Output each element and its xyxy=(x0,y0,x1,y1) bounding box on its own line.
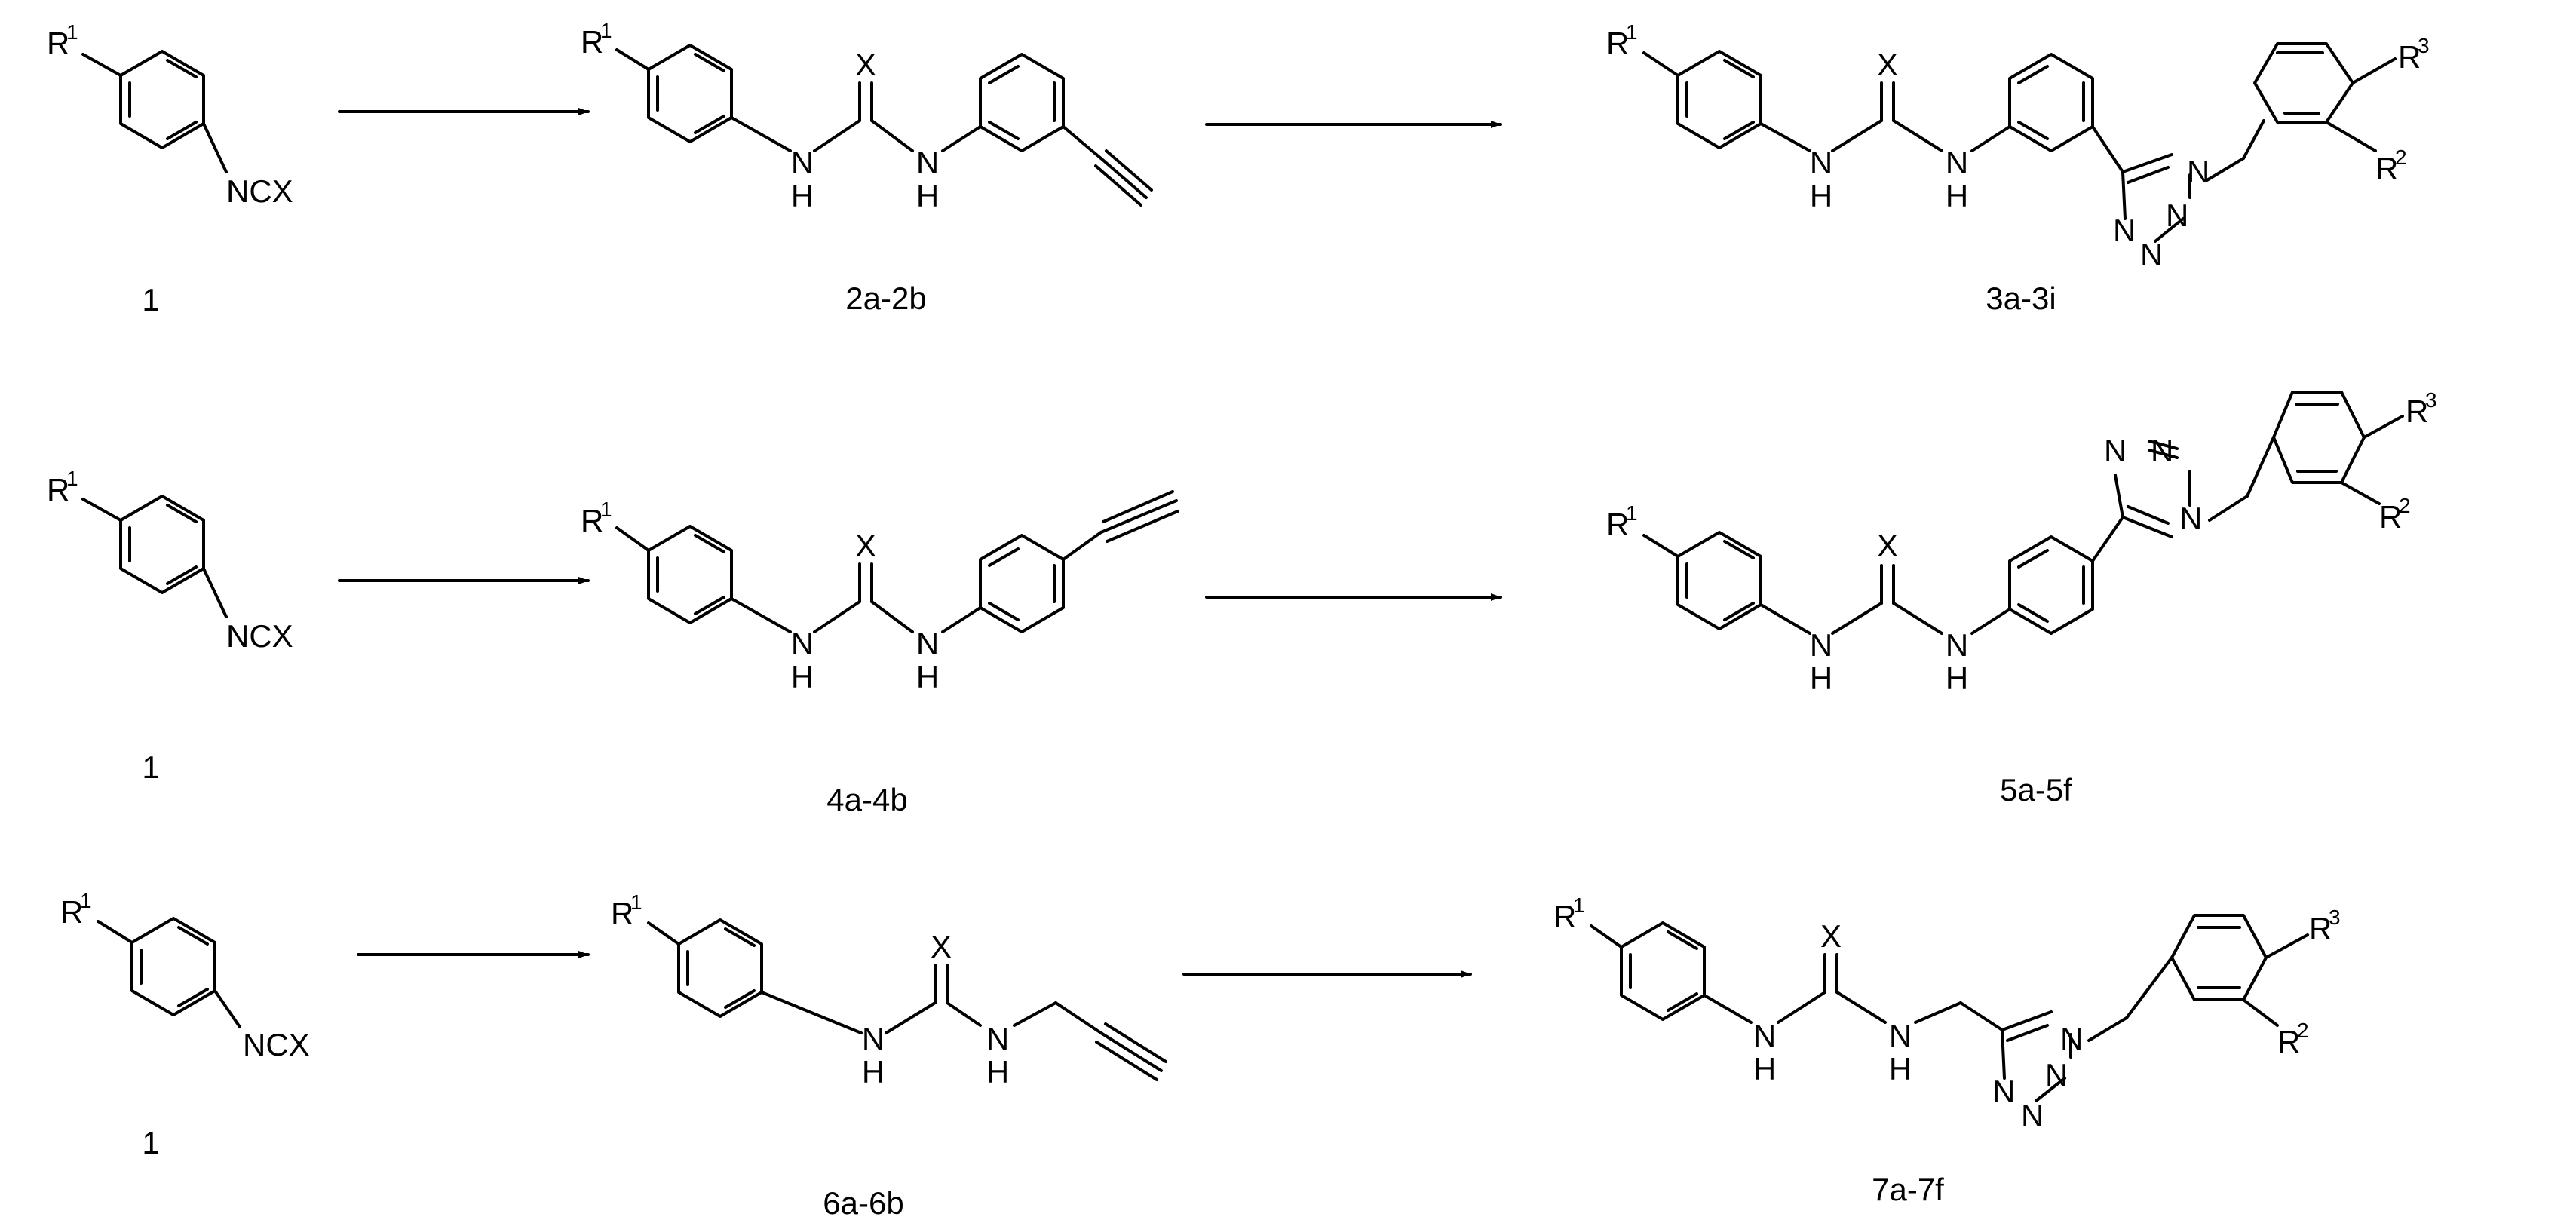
ncx-label: NCX xyxy=(226,173,293,209)
svg-text:3: 3 xyxy=(2329,906,2341,929)
r1-substituent: R xyxy=(60,894,83,930)
compound-1-row2 xyxy=(81,495,228,618)
svg-text:N: N xyxy=(2187,154,2210,189)
r3-substituent: R xyxy=(2398,39,2421,75)
compound-label: 3a-3i xyxy=(1986,280,2056,316)
x-atom: X xyxy=(1877,528,1898,563)
compound-3a-3i xyxy=(1642,42,2397,243)
compound-6a-6b xyxy=(647,918,1167,1081)
r1-substituent: R xyxy=(1606,507,1629,542)
r1-substituent: R xyxy=(581,24,603,60)
r2-substituent: R xyxy=(2277,1024,2300,1059)
compound-5a-5f xyxy=(1642,391,2404,635)
compound-label: 2a-2b xyxy=(845,280,926,316)
compound-label: 5a-5f xyxy=(2000,772,2072,808)
compound-1-row1 xyxy=(81,50,228,173)
r1-substituent: R xyxy=(1606,26,1629,61)
r1-substituent: R xyxy=(47,472,69,507)
compound-7a-7f xyxy=(1590,914,2309,1102)
svg-text:N: N xyxy=(2151,433,2173,468)
svg-text:2: 2 xyxy=(2399,494,2411,517)
r2-substituent: R xyxy=(2375,151,2398,186)
compound-4a-4b xyxy=(615,490,1179,633)
row-2 xyxy=(81,391,2404,635)
svg-text:3: 3 xyxy=(2425,388,2437,412)
svg-text:1: 1 xyxy=(600,498,612,521)
svg-text:2: 2 xyxy=(2395,146,2407,169)
r2-substituent: R xyxy=(2379,499,2402,535)
svg-text:1: 1 xyxy=(1626,20,1638,44)
row-3-text: R1 NCX 1 R1 X 6a-6b R1 X NN NN R3 R2 7a-… xyxy=(60,889,2341,1221)
x-atom: X xyxy=(855,528,876,563)
compound-label: 6a-6b xyxy=(823,1185,903,1221)
ncx-label: NCX xyxy=(226,618,293,654)
compound-label: 4a-4b xyxy=(826,782,907,817)
svg-text:N: N xyxy=(2021,1098,2044,1133)
svg-text:1: 1 xyxy=(66,467,78,490)
r3-substituent: R xyxy=(2406,394,2428,429)
svg-text:N: N xyxy=(2166,198,2188,233)
r1-substituent: R xyxy=(47,26,69,61)
svg-text:N: N xyxy=(2179,501,2202,536)
svg-text:N: N xyxy=(2140,237,2163,272)
x-atom: X xyxy=(931,929,952,964)
row-1 xyxy=(81,42,2397,243)
svg-text:1: 1 xyxy=(1626,501,1638,525)
row-1-text: R1 NCX 1 R1 X 2a-2b R1 X NN NN R3 R2 3a-… xyxy=(47,19,2430,317)
svg-text:N: N xyxy=(2113,213,2136,248)
compound-2a-2b xyxy=(615,44,1153,207)
compound-1-row3 xyxy=(97,917,241,1028)
svg-text:N: N xyxy=(1992,1074,2015,1109)
x-atom: X xyxy=(1820,918,1842,954)
svg-text:N: N xyxy=(2104,433,2127,468)
r3-substituent: R xyxy=(2309,911,2332,946)
svg-text:N: N xyxy=(2045,1057,2068,1093)
svg-text:1: 1 xyxy=(66,20,78,44)
r1-substituent: R xyxy=(1553,899,1576,934)
compound-label: 7a-7f xyxy=(1872,1172,1944,1207)
row-3 xyxy=(97,914,2309,1102)
svg-text:1: 1 xyxy=(600,19,612,42)
svg-text:1: 1 xyxy=(630,890,642,914)
compound-label: 1 xyxy=(142,749,159,785)
compound-label: 1 xyxy=(142,282,159,317)
r1-substituent: R xyxy=(581,503,603,538)
svg-text:3: 3 xyxy=(2418,34,2430,57)
compound-label: 1 xyxy=(142,1125,159,1160)
svg-text:N: N xyxy=(2060,1021,2083,1056)
svg-text:1: 1 xyxy=(80,889,92,912)
ncx-label: NCX xyxy=(243,1027,310,1062)
x-atom: X xyxy=(855,47,876,82)
r1-substituent: R xyxy=(611,896,633,931)
x-atom: X xyxy=(1877,47,1898,82)
svg-text:2: 2 xyxy=(2297,1019,2309,1042)
svg-text:1: 1 xyxy=(1573,893,1585,917)
